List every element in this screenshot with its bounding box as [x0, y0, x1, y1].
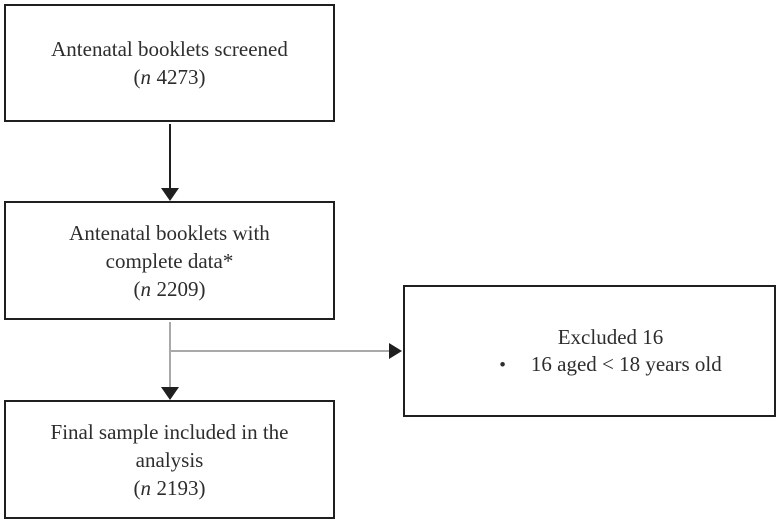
- box-final-title-line1: Final sample included in the: [50, 419, 289, 444]
- bullet-icon: •: [499, 354, 506, 376]
- box-excluded-heading: Excluded 16: [557, 324, 664, 349]
- close-paren: ): [198, 65, 206, 89]
- box-excluded-item-text: 16 aged < 18 years old: [530, 351, 722, 376]
- box-complete-title-line2: complete data*: [105, 248, 234, 273]
- box-final-sample: Final sample included in the analysis (n…: [4, 400, 335, 519]
- close-paren: ): [198, 276, 206, 301]
- open-paren: (: [133, 65, 141, 89]
- n-value: 2209: [156, 276, 199, 301]
- n-symbol: n: [140, 65, 152, 89]
- box-complete-data: Antenatal booklets with complete data* (…: [4, 201, 335, 320]
- box-complete-title-line1: Antenatal booklets with: [69, 220, 270, 245]
- close-paren: ): [198, 475, 206, 500]
- n-value: 2193: [156, 475, 199, 500]
- arrowhead-down-screened-to-complete: [161, 188, 179, 201]
- box-excluded: Excluded 16 • 16 aged < 18 years old: [403, 285, 776, 417]
- open-paren: (: [133, 276, 141, 301]
- box-excluded-bullet-item: • 16 aged < 18 years old: [499, 351, 722, 379]
- n-symbol: n: [140, 276, 152, 301]
- box-final-title-line2: analysis: [135, 447, 204, 472]
- box-screened-title: Antenatal booklets screened: [51, 37, 288, 61]
- open-paren: (: [133, 475, 141, 500]
- arrowhead-right-complete-to-excluded: [389, 343, 402, 359]
- n-value: 4273: [156, 65, 199, 89]
- arrowhead-down-complete-to-final: [161, 387, 179, 400]
- n-symbol: n: [140, 475, 152, 500]
